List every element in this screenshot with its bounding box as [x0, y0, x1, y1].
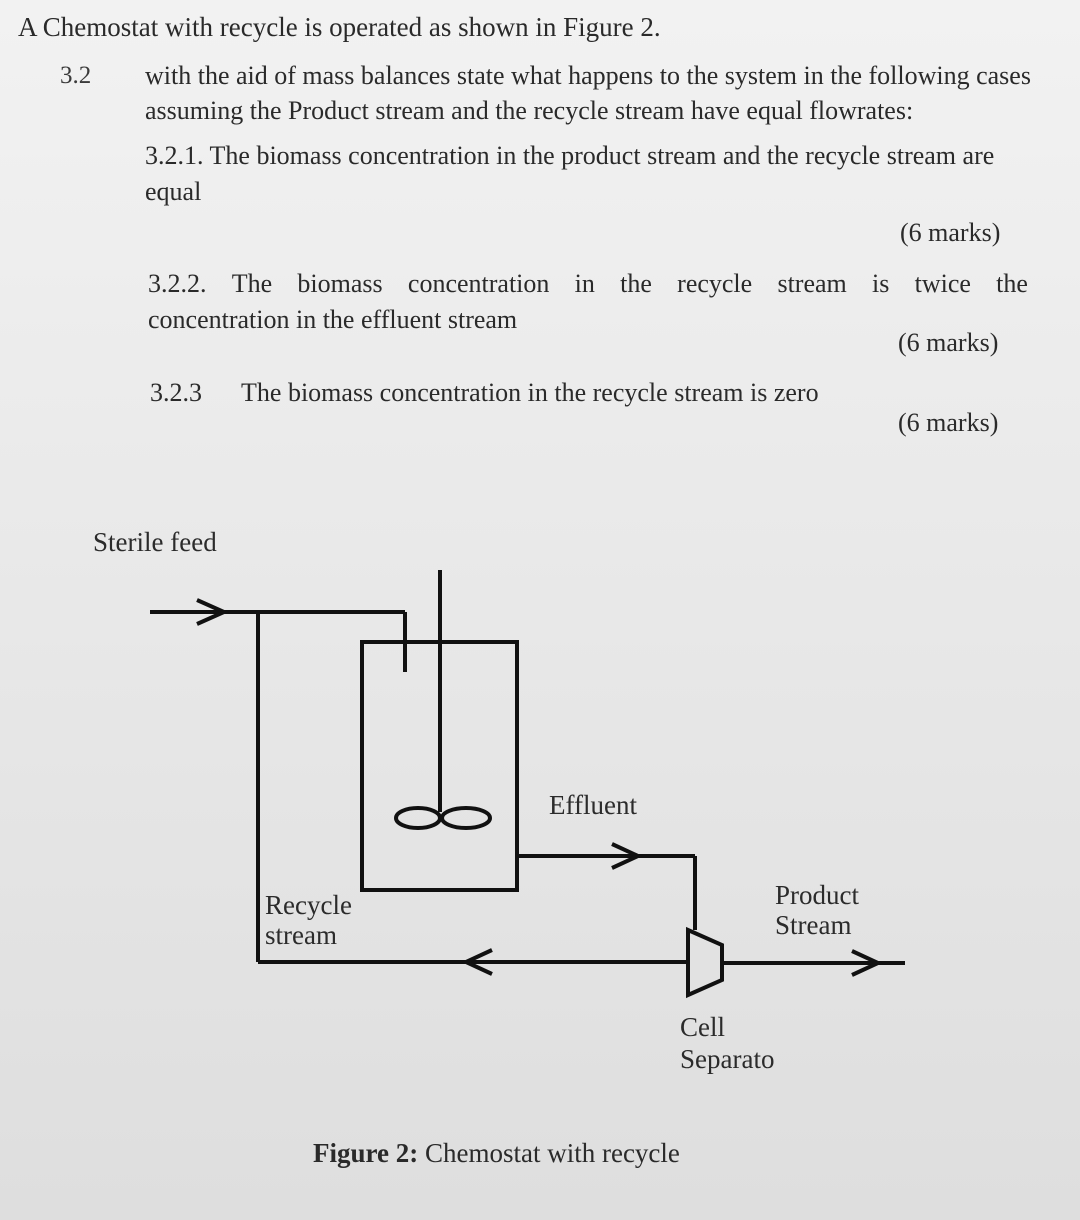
- part-3-2-1: 3.2.1. The biomass concentration in the …: [145, 138, 1035, 210]
- part-word: concentration: [407, 269, 550, 298]
- part-number: 3.2.1.: [145, 141, 204, 170]
- effluent-label: Effluent: [549, 790, 637, 820]
- caption-text: Chemostat with recycle: [418, 1138, 680, 1168]
- cell-separator-icon: [686, 926, 724, 999]
- impeller-blade-right: [440, 806, 492, 830]
- part-number: 3.2.2.: [148, 269, 207, 298]
- part-word: is: [872, 269, 890, 298]
- sterile-feed-label: Sterile feed: [93, 527, 217, 557]
- product-stream-label-1: Product: [775, 880, 859, 910]
- recycle-stream-label-1: Recycle: [265, 890, 352, 920]
- marks-3-2-2: (6 marks): [898, 328, 999, 357]
- part-word: twice: [914, 269, 971, 298]
- part-text: The biomass concentration in the product…: [145, 141, 995, 206]
- part-word: in: [574, 269, 595, 298]
- recycle-arrowhead: [461, 948, 493, 976]
- cell-separator-label-1: Cell: [680, 1012, 725, 1042]
- part-text-line-2: concentration in the effluent stream: [148, 305, 518, 334]
- part-word: The: [231, 269, 273, 298]
- part-word: biomass: [297, 269, 383, 298]
- figure-caption: Figure 2: Chemostat with recycle: [313, 1138, 680, 1169]
- question-text: with the aid of mass balances state what…: [145, 61, 1031, 125]
- part-3-2-3: 3.2.3 The biomass concentration in the r…: [150, 378, 819, 408]
- part-word: the: [996, 269, 1028, 298]
- product-arrowhead: [851, 949, 883, 977]
- part-word: stream: [777, 269, 847, 298]
- part-number: 3.2.3: [150, 378, 202, 407]
- part-word: the: [620, 269, 652, 298]
- part-text: The biomass concentration in the recycle…: [241, 378, 819, 407]
- effluent-arrowhead: [611, 842, 643, 870]
- part-word: recycle: [677, 269, 753, 298]
- question-number: 3.2: [60, 62, 92, 89]
- impeller-blade-left: [394, 806, 442, 830]
- marks-3-2-1: (6 marks): [900, 218, 1001, 247]
- caption-label: Figure 2:: [313, 1138, 419, 1168]
- feed-arrowhead: [196, 598, 229, 626]
- cell-separator-label-2: Separato: [680, 1044, 775, 1074]
- recycle-stream-label-2: stream: [265, 920, 337, 950]
- product-stream-label-2: Stream: [775, 910, 852, 940]
- intro-text: A Chemostat with recycle is operated as …: [18, 12, 661, 42]
- marks-3-2-3: (6 marks): [898, 408, 999, 437]
